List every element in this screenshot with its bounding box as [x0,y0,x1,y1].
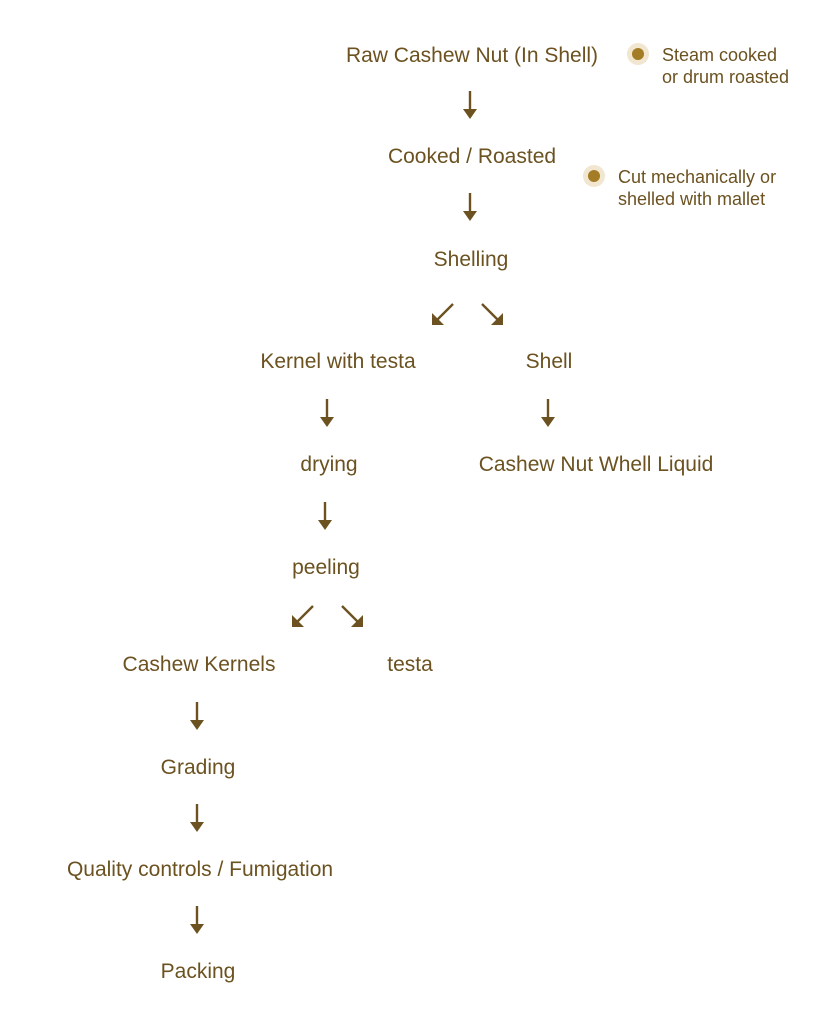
arrow-down-icon [463,193,477,221]
arrow-down-icon [190,906,204,934]
step-packing: Packing [160,960,236,983]
note-line: Cut mechanically or [618,167,777,187]
arrow-down-left-icon [432,303,454,325]
note-roasting: Steam cooked or drum roasted [627,43,789,88]
arrow-down-icon [541,399,555,427]
step-peeling: peeling [292,556,360,579]
note-line: shelled with mallet [618,189,766,209]
note-roasting-text: Steam cooked or drum roasted [662,44,789,88]
step-drying: drying [300,453,358,476]
arrow-down-icon [318,502,332,530]
arrow-down-left-icon [292,605,314,627]
note-shelling-text: Cut mechanically or shelled with mallet [618,166,776,210]
bullet-dot-icon [583,165,605,187]
note-shelling-method: Cut mechanically or shelled with mallet [583,165,776,210]
step-grading: Grading [160,756,236,779]
note-line: or drum roasted [662,67,790,87]
note-line: Steam cooked [662,45,778,65]
bullet-dot-icon [627,43,649,65]
step-quality-controls: Quality controls / Fumigation [66,858,334,881]
arrow-down-right-icon [481,303,503,325]
arrow-down-icon [320,399,334,427]
arrow-down-right-icon [341,605,363,627]
step-cooked-roasted: Cooked / Roasted [387,145,557,168]
arrow-down-icon [190,702,204,730]
step-cashew-kernels: Cashew Kernels [122,653,276,676]
step-shell: Shell [525,350,573,373]
step-shelling: Shelling [433,248,509,271]
step-kernel-with-testa: Kernel with testa [260,350,416,373]
step-raw-cashew-nut: Raw Cashew Nut (In Shell) [345,44,599,67]
step-cashew-nut-shell-liquid: Cashew Nut Whell Liquid [478,453,714,476]
arrow-down-icon [190,804,204,832]
step-testa: testa [387,653,433,676]
arrow-down-icon [463,91,477,119]
